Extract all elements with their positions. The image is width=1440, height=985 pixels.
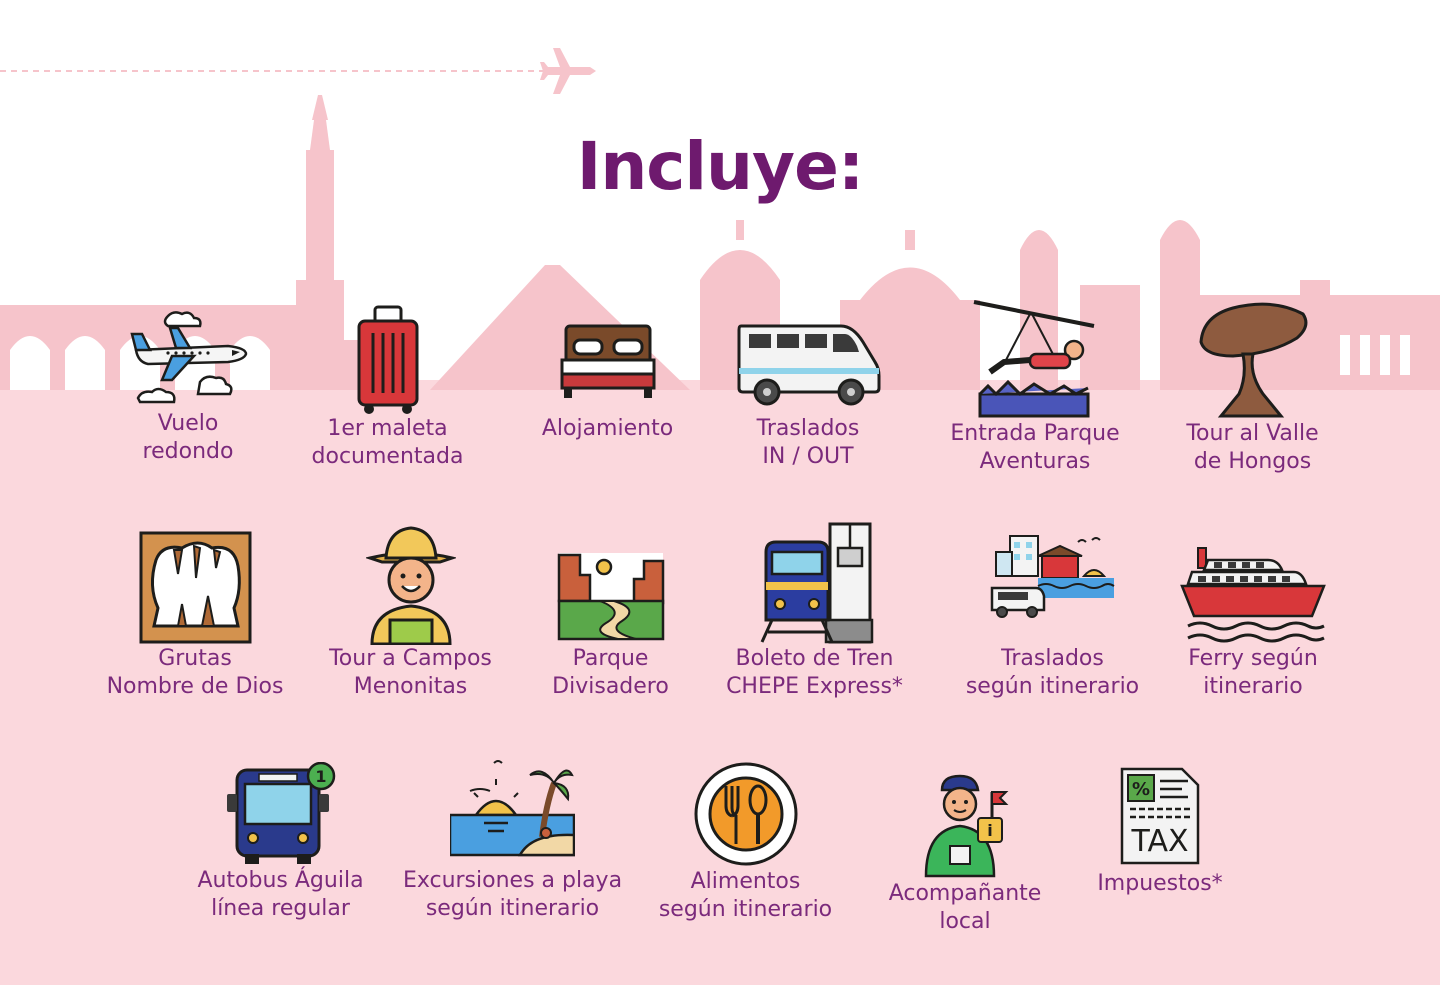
canyon-icon <box>557 553 664 641</box>
train-icon <box>760 522 874 644</box>
item-vuelo-redondo: Vuelo redondo <box>108 310 268 466</box>
item-campos-menonitas: Tour a Campos Menonitas <box>318 522 503 701</box>
van-icon <box>737 324 881 406</box>
item-label-line1: Acompañante <box>888 881 1042 906</box>
item-label-line2: según itinerario <box>658 897 833 922</box>
item-impuestos: % TAX Impuestos* <box>1085 765 1235 898</box>
guide-icon: i <box>924 774 1009 878</box>
item-label-line1: Tour al Valle <box>1186 421 1319 446</box>
item-label-line1: Traslados <box>1001 646 1104 671</box>
tax-document-icon: % TAX <box>1120 767 1199 865</box>
item-grutas: Grutas Nombre de Dios <box>95 530 295 701</box>
item-label-line1: Parque <box>572 646 649 671</box>
item-label-line1: Entrada Parque <box>950 421 1120 446</box>
item-label-line2: de Hongos <box>1193 449 1312 474</box>
item-acompanante: i Acompañante local <box>875 772 1055 936</box>
item-label-line2: Menonitas <box>353 674 468 699</box>
cave-icon <box>139 531 251 644</box>
item-label-line1: Autobus Águila <box>197 868 364 893</box>
flight-path-decoration <box>0 48 596 94</box>
item-label-line1: Vuelo <box>157 411 219 436</box>
ferry-icon <box>1180 547 1326 643</box>
svg-text:i: i <box>987 821 992 840</box>
item-label-line2: documentada <box>311 444 464 469</box>
item-parque-aventuras: Entrada Parque Aventuras <box>940 298 1130 476</box>
item-label-line1: Impuestos* <box>1097 871 1223 896</box>
farmer-icon <box>365 526 456 645</box>
item-label-line2: según itinerario <box>965 674 1140 699</box>
item-alimentos: Alimentos según itinerario <box>648 760 843 924</box>
item-label-line1: Alojamiento <box>541 416 674 441</box>
item-label-line2: Aventuras <box>979 449 1091 474</box>
svg-text:%: % <box>1131 779 1149 800</box>
mushroom-rock-icon <box>1198 302 1307 418</box>
item-label-line1: Alimentos <box>690 869 801 894</box>
item-maleta: 1er maleta documentada <box>300 305 475 471</box>
zipline-icon <box>973 300 1095 418</box>
pink-background <box>0 380 1440 985</box>
item-label-line1: Tour a Campos <box>329 646 492 671</box>
city-transfer-icon <box>990 535 1115 618</box>
plate-cutlery-icon <box>694 762 797 866</box>
item-label-line2: según itinerario <box>425 896 600 921</box>
tax-icon-text: TAX <box>1130 824 1188 859</box>
bus-badge-number: 1 <box>315 767 326 786</box>
item-excursiones-playa: Excursiones a playa según itinerario <box>395 755 630 923</box>
item-parque-divisadero: Parque Divisadero <box>538 545 683 701</box>
item-label-line1: Grutas <box>158 646 232 671</box>
item-label-line2: redondo <box>142 439 234 464</box>
airplane-icon <box>130 311 248 404</box>
item-label-line2: línea regular <box>211 896 350 921</box>
item-label-line1: Boleto de Tren <box>735 646 894 671</box>
bed-icon <box>560 324 655 398</box>
item-label-line2: local <box>939 909 991 934</box>
item-label-line2: CHEPE Express* <box>726 674 903 699</box>
item-label-line2: Divisadero <box>552 674 669 699</box>
item-label-line2: itinerario <box>1203 674 1303 699</box>
item-traslados-itinerario: Traslados según itinerario <box>955 528 1150 701</box>
item-autobus-aguila: 1 Autobus Águila línea regular <box>188 762 373 923</box>
item-label-line1: Ferry según <box>1188 646 1318 671</box>
suitcase-icon <box>357 305 418 414</box>
item-label-line1: 1er maleta <box>327 416 448 441</box>
item-label-line1: Excursiones a playa <box>402 868 623 893</box>
item-label-line2: Nombre de Dios <box>106 674 284 699</box>
bus-icon: 1 <box>227 762 336 864</box>
item-ferry: Ferry según itinerario <box>1178 540 1328 701</box>
item-label-line1: Traslados <box>756 416 860 441</box>
beach-icon <box>450 760 575 857</box>
page-title: Incluye: <box>576 128 864 205</box>
item-alojamiento: Alojamiento <box>530 318 685 443</box>
item-tren-chepe: Boleto de Tren CHEPE Express* <box>722 520 907 701</box>
item-label-line2: IN / OUT <box>762 444 854 469</box>
item-traslados-in-out: Traslados IN / OUT <box>728 318 888 471</box>
item-valle-hongos: Tour al Valle de Hongos <box>1170 298 1335 476</box>
